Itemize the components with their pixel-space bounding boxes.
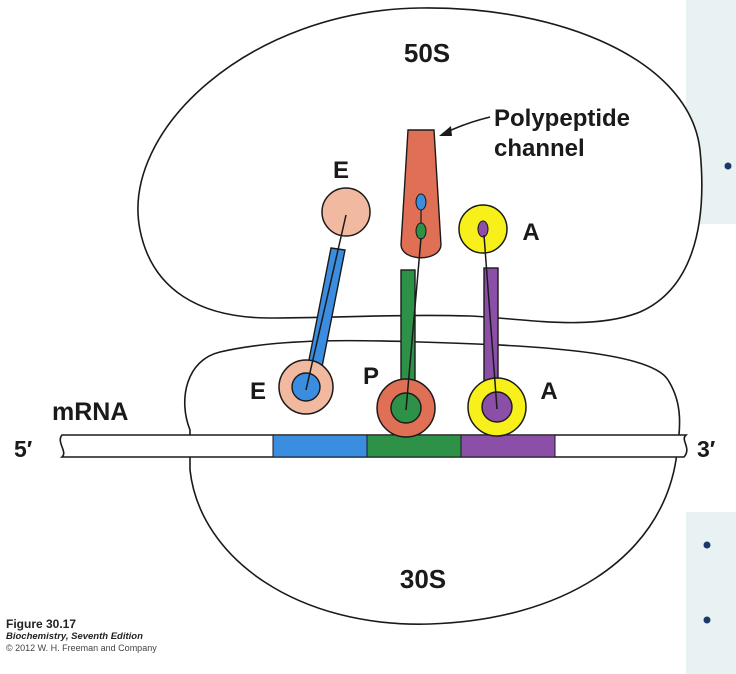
slide-bullet-3	[703, 616, 711, 624]
label-a-bottom: A	[540, 378, 557, 405]
label-5-prime: 5′	[14, 436, 33, 462]
label-e-top: E	[333, 157, 349, 184]
label-30s: 30S	[400, 564, 446, 594]
caption-figure-number: Figure 30.17	[6, 617, 77, 631]
e-site-head-top	[321, 187, 371, 237]
label-mrna: mRNA	[52, 398, 128, 426]
label-50s: 50S	[404, 38, 450, 68]
a-trna-backbone	[483, 234, 498, 410]
slide-bullet-1	[724, 162, 732, 170]
p-trna-backbone	[405, 237, 422, 411]
codon-e	[272, 434, 368, 458]
codon-a	[460, 434, 556, 458]
caption-book-edition: , Seventh Edition	[65, 630, 143, 642]
a-site-top-residue	[477, 220, 489, 238]
slide-box-bottom	[686, 512, 736, 674]
label-a-top: A	[522, 219, 539, 246]
slide-bullet-2	[703, 541, 711, 549]
label-channel-line1: Polypeptide	[494, 105, 630, 132]
figure-caption: Figure 30.17 Biochemistry, Seventh Editi…	[6, 617, 157, 653]
label-p-bottom: P	[363, 363, 379, 390]
channel-arrowhead	[439, 126, 452, 136]
e-trna-backbone	[305, 214, 347, 391]
codon-p	[366, 434, 462, 458]
channel-green-residue	[415, 222, 427, 240]
caption-copyright: © 2012 W. H. Freeman and Company	[6, 642, 157, 653]
caption-book-title: Biochemistry	[6, 630, 66, 642]
label-channel-line2: channel	[494, 135, 585, 162]
channel-blue-residue	[415, 193, 427, 211]
caption-book: Biochemistry, Seventh Edition	[6, 630, 157, 643]
label-3-prime: 3′	[697, 436, 716, 462]
label-e-bottom: E	[250, 378, 266, 405]
